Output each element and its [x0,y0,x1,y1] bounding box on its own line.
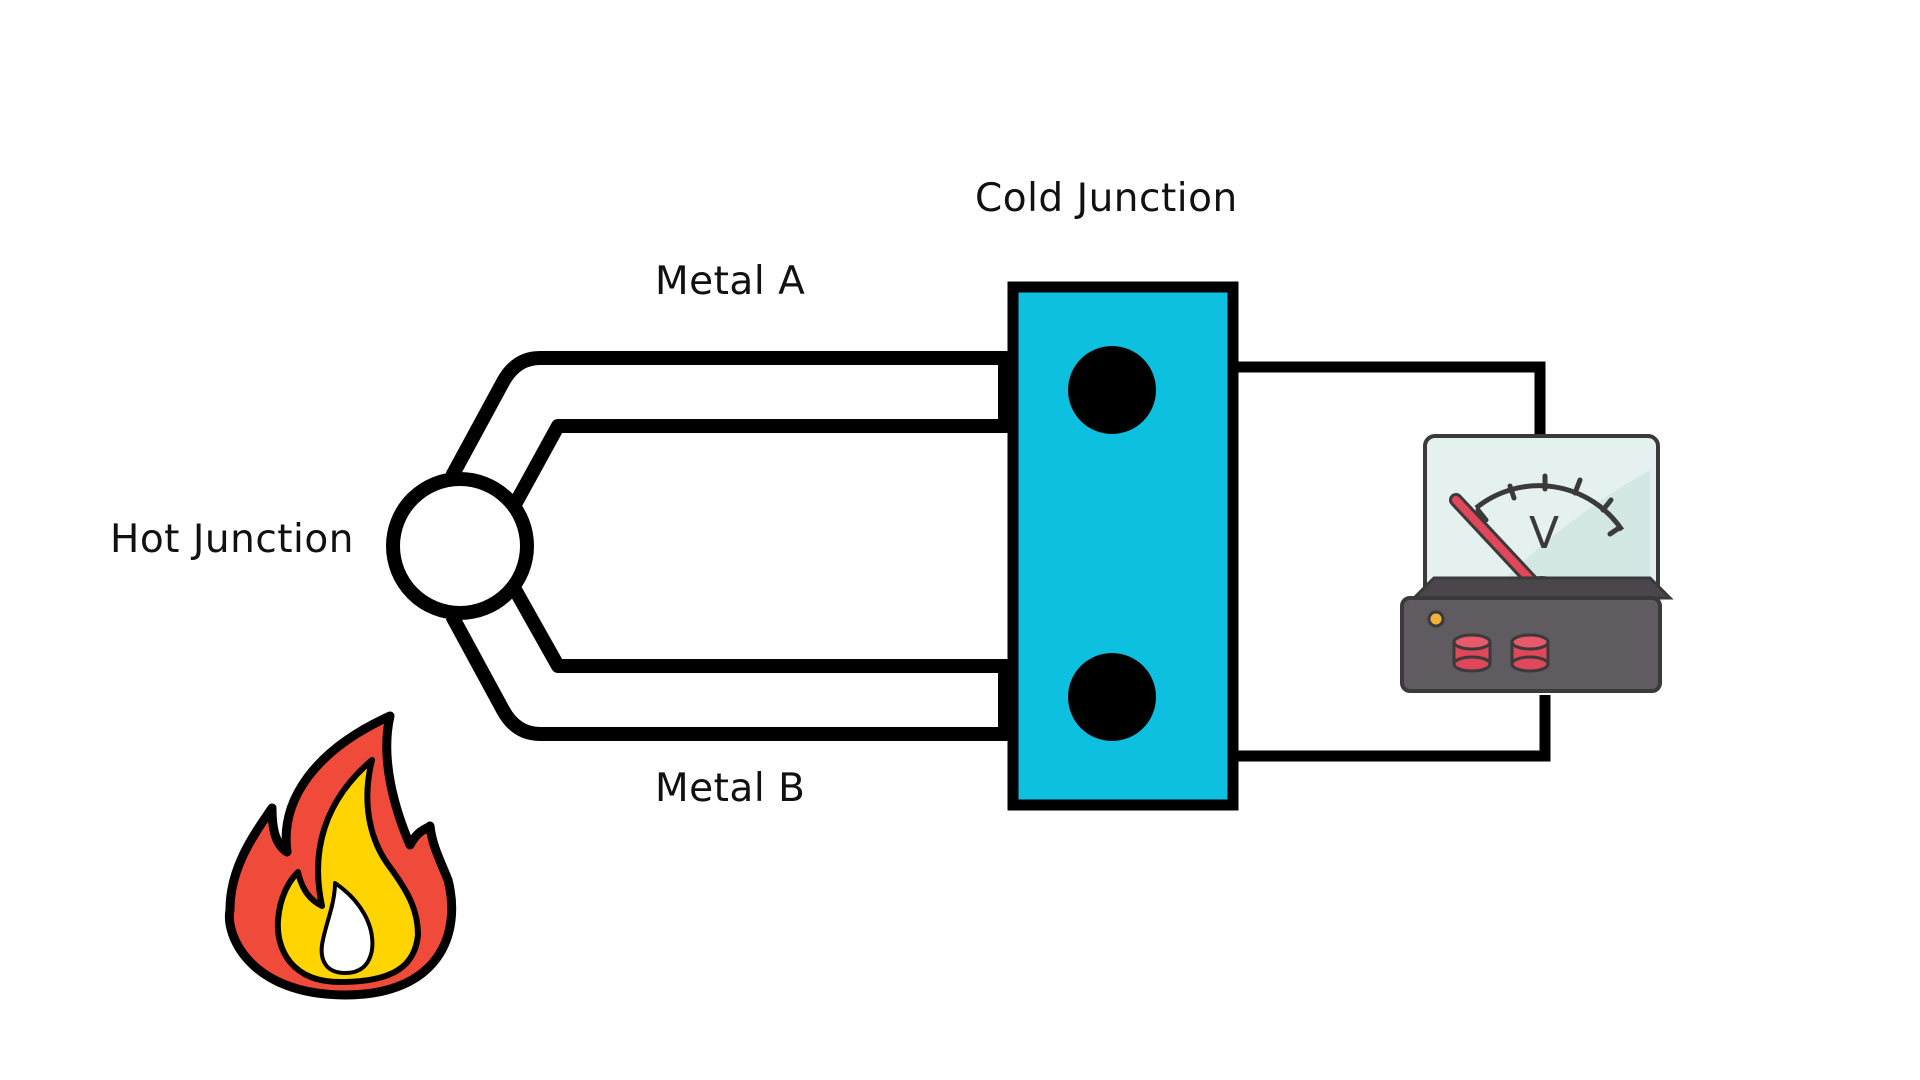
bottom-meter-wire [1236,695,1551,762]
flame-icon [224,711,457,1000]
metal-b-wire [445,582,1012,741]
meter-ticks [1475,473,1622,537]
meter-scale-arc [1474,483,1625,532]
meter-button-left [1452,633,1492,673]
cold-junction-label: Cold Junction [975,176,1238,221]
voltmeter-icon: V [1400,434,1674,693]
hot-junction-label: Hot Junction [110,517,354,562]
metal-a-outer-line [445,351,1008,480]
cold-junction-top-terminal [1068,346,1156,434]
metal-b-label: Metal B [655,766,805,811]
meter-wiring [1236,361,1551,762]
meter-needle-fill [1452,496,1544,594]
metal-a-inner-line [506,419,1008,512]
flame-middle [274,757,421,985]
top-meter-wire [1236,361,1546,440]
meter-body-top [1410,576,1674,600]
cold-junction-bottom-terminal [1068,653,1156,741]
metal-b-outer-line [445,612,1008,741]
meter-button-right [1510,633,1550,673]
meter-unit-label: V [1529,508,1559,559]
metal-a-label: Metal A [655,259,805,304]
hot-junction-circle [386,472,534,620]
metal-b-inner-line [506,582,1008,673]
meter-indicator-light [1427,610,1445,628]
flame-core [319,881,375,975]
metal-a-wire [445,351,1012,512]
